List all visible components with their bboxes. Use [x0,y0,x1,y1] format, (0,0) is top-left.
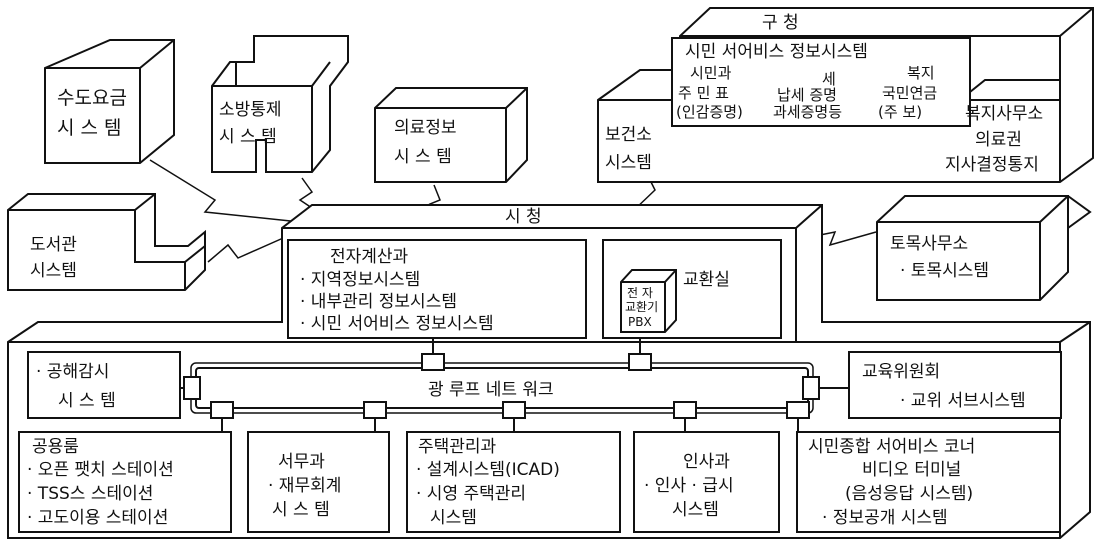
common-room-item-1: · 오픈 팻치 스테이션 [27,460,174,480]
water-system-box [44,39,175,164]
pbx-line3: PBX [628,315,652,329]
computing-dept-box [287,239,587,339]
civil-office-line2: · 토목시스템 [900,261,989,281]
link-water [149,159,301,223]
personnel-dept-box [633,431,780,533]
civil-office-box [876,195,1092,301]
common-room-title: 공용룸 [32,437,79,457]
network-node [363,401,387,419]
city-hall-title: 시 청 [505,207,542,227]
welfare-office-label: 복지사무소 [965,104,1043,124]
pbx-device [620,269,677,333]
fire-system-line1: 소방통제 [219,100,282,120]
personnel-item-1: · 인사 · 급시 [644,476,734,496]
medical-system-line1: 의료정보 [394,118,457,138]
health-center-line1: 보건소 [605,125,652,145]
personnel-dept-title: 인사과 [683,452,730,472]
citizen-service-title: 시민종합 서어비스 코너 [808,437,975,457]
district-title: 구 청 [762,13,799,33]
network-node [502,401,526,419]
health-center-line2: 시스템 [605,153,652,173]
network-node [802,376,820,400]
network-nodes [183,353,820,419]
network-node [673,401,697,419]
district-col3-line1: 복지 [907,64,935,82]
citizen-item-2: (음성응답 시스템) [845,484,973,504]
network-node [628,353,652,371]
water-system-line2: 시 스 템 [57,117,122,139]
link-fire [298,177,319,213]
water-system-line1: 수도요금 [57,87,127,109]
personnel-item-2: 시스템 [672,500,719,520]
medical-right-label: 의료권 [975,130,1022,150]
network-node [183,376,201,400]
fire-system-line2: 시 스 템 [219,127,277,147]
network-node [786,401,810,419]
computing-dept-title: 전자계산과 [330,247,409,267]
citizen-item-3: · 정보공개 시스템 [822,508,948,528]
district-col3-line2: 국민연금 [882,84,937,102]
common-room-item-2: · TSS스 스테이션 [27,484,153,504]
education-box [848,351,1062,419]
pollution-line1: · 공해감시 [36,362,109,382]
library-system-box [7,193,206,291]
district-service-title: 시민 서어비스 정보시스템 [685,42,868,62]
common-room-box [18,431,232,533]
district-col2-line3: 과세증명등 [773,103,842,121]
district-col2-line1: 세 [822,70,836,88]
education-line2: · 교위 서브시스템 [900,391,1026,411]
pollution-box [27,351,181,419]
district-col1-line1: 시민과 [690,64,732,82]
housing-dept-box [406,431,621,533]
housing-item-3: 시스템 [430,508,477,528]
pbx-line1: 전 자 [627,286,653,300]
network-node [421,353,445,371]
housing-item-1: · 설계시스템(ICAD) [416,460,560,480]
pbx-line2: 교환기 [625,300,658,314]
computing-item-1: · 지역정보시스템 [300,270,420,290]
citizen-service-box [796,431,1061,533]
general-affairs-item-2: 시 스 템 [272,500,330,520]
library-system-line1: 도서관 [30,235,77,255]
network-node [210,401,234,419]
library-system-line2: 시스템 [30,261,77,281]
exchange-room-label: 교환실 [683,270,730,290]
medical-system-line2: 시 스 템 [394,147,452,167]
fire-system-box [211,35,349,173]
network-label: 광 루프 네트 워크 [428,380,554,400]
medical-system-box [374,87,528,183]
general-affairs-item-1: · 재무회계 [268,476,341,496]
district-col3-line3: (주 보) [878,103,922,121]
civil-office-line1: 토목사무소 [890,234,968,254]
link-library [207,234,291,263]
district-col1-line2: 주 민 표 [678,84,729,102]
common-room-item-3: · 고도이용 스테이션 [27,508,168,528]
housing-dept-title: 주택관리과 [418,437,497,457]
district-office-building [597,7,1094,183]
branch-notice-label: 지사결정통지 [945,155,1039,175]
general-affairs-box [247,431,390,533]
pollution-line2: 시 스 템 [58,391,116,411]
district-col1-line3: (인감증명) [676,103,743,121]
education-line1: 교육위원회 [862,362,940,382]
general-affairs-title: 서무과 [278,452,325,472]
citizen-item-1: 비디오 터미널 [862,460,961,480]
computing-item-2: · 내부관리 정보시스템 [300,292,457,312]
computing-item-3: · 시민 서어비스 정보시스템 [300,314,494,334]
housing-item-2: · 시영 주택관리 [416,484,526,504]
district-col2-line2: 납세 증명 [777,86,837,104]
